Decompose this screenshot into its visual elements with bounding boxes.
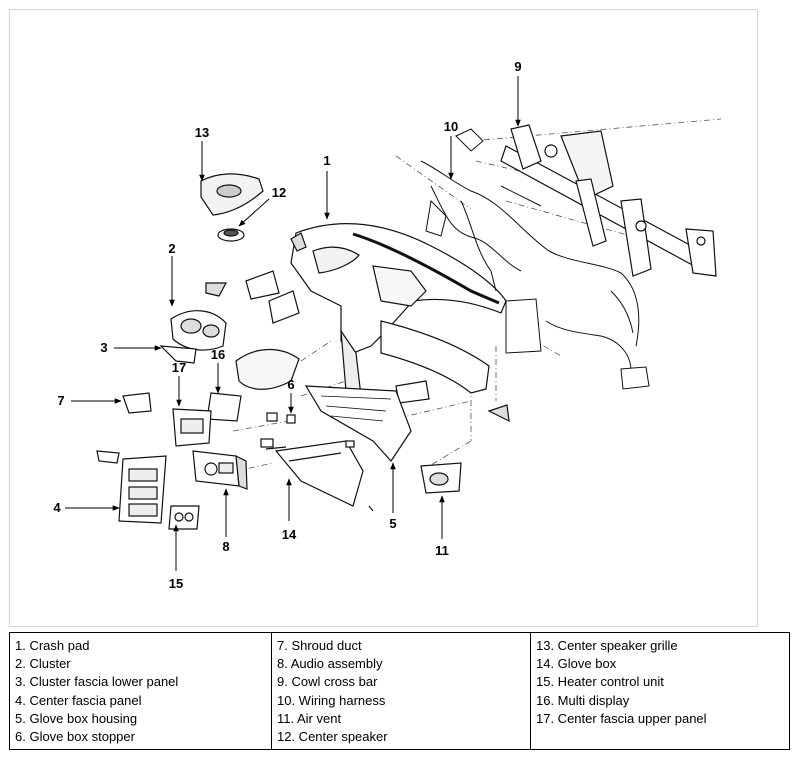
callout-9: 9 bbox=[514, 59, 521, 74]
parts-legend-table: 1. Crash pad 2. Cluster 3. Cluster fasci… bbox=[9, 632, 790, 750]
center-fascia-drawing bbox=[96, 348, 300, 530]
audio-assembly-drawing bbox=[192, 450, 248, 490]
legend-item: 17. Center fascia upper panel bbox=[536, 710, 707, 726]
callout-1: 1 bbox=[323, 153, 330, 168]
legend-item: 5. Glove box housing bbox=[15, 710, 138, 726]
callout-16: 16 bbox=[211, 347, 225, 362]
callout-labels: 1 2 3 4 5 6 7 8 9 10 11 12 13 14 15 16 1… bbox=[53, 59, 521, 591]
legend-item: 8. Audio assembly bbox=[277, 656, 383, 672]
cluster-drawing bbox=[122, 282, 228, 414]
legend-item: 13. Center speaker grille bbox=[536, 638, 678, 653]
crash-pad-drawing bbox=[290, 222, 507, 397]
speaker-drawing bbox=[200, 173, 264, 242]
callout-2: 2 bbox=[168, 241, 175, 256]
legend-item: 10. Wiring harness bbox=[277, 692, 386, 708]
legend-item: 14. Glove box bbox=[536, 656, 617, 672]
legend-item: 9. Cowl cross bar bbox=[277, 674, 378, 690]
callout-6: 6 bbox=[287, 377, 294, 392]
callout-17: 17 bbox=[172, 360, 186, 375]
legend-item: 12. Center speaker bbox=[277, 729, 388, 745]
legend-item: 6. Glove box stopper bbox=[15, 729, 135, 745]
callout-10: 10 bbox=[444, 119, 458, 134]
callout-8: 8 bbox=[222, 539, 229, 554]
legend-item: 2. Cluster bbox=[15, 656, 71, 672]
glove-box-drawing bbox=[260, 385, 412, 512]
callout-leaders bbox=[65, 76, 521, 571]
legend-column-1: 1. Crash pad 2. Cluster 3. Cluster fasci… bbox=[10, 633, 271, 749]
callout-5: 5 bbox=[389, 516, 396, 531]
callout-12: 12 bbox=[272, 185, 286, 200]
wiring-harness-drawing bbox=[420, 128, 650, 390]
callout-7: 7 bbox=[57, 393, 64, 408]
legend-column-2: 7. Shroud duct 8. Audio assembly 9. Cowl… bbox=[271, 633, 530, 749]
callout-14: 14 bbox=[282, 527, 297, 542]
exploded-parts-diagram: 1 2 3 4 5 6 7 8 9 10 11 12 13 14 15 16 1… bbox=[53, 59, 722, 591]
cowl-cross-bar-drawing bbox=[500, 124, 717, 277]
callout-3: 3 bbox=[100, 340, 107, 355]
callout-11: 11 bbox=[435, 543, 449, 558]
callout-13: 13 bbox=[195, 125, 209, 140]
legend-item: 7. Shroud duct bbox=[277, 638, 362, 653]
legend-item: 16. Multi display bbox=[536, 692, 630, 708]
air-vent-drawing bbox=[245, 270, 510, 494]
legend-column-3: 13. Center speaker grille 14. Glove box … bbox=[530, 633, 789, 749]
legend-item: 1. Crash pad bbox=[15, 638, 90, 653]
leader-12 bbox=[238, 198, 270, 227]
callout-4: 4 bbox=[53, 500, 61, 515]
legend-item: 11. Air vent bbox=[277, 710, 342, 726]
legend-item: 4. Center fascia panel bbox=[15, 692, 142, 708]
legend-item: 3. Cluster fascia lower panel bbox=[15, 674, 179, 690]
legend-item: 15. Heater control unit bbox=[536, 674, 664, 690]
exploded-diagram-figure: 1 2 3 4 5 6 7 8 9 10 11 12 13 14 15 16 1… bbox=[9, 9, 758, 627]
callout-15: 15 bbox=[169, 576, 183, 591]
